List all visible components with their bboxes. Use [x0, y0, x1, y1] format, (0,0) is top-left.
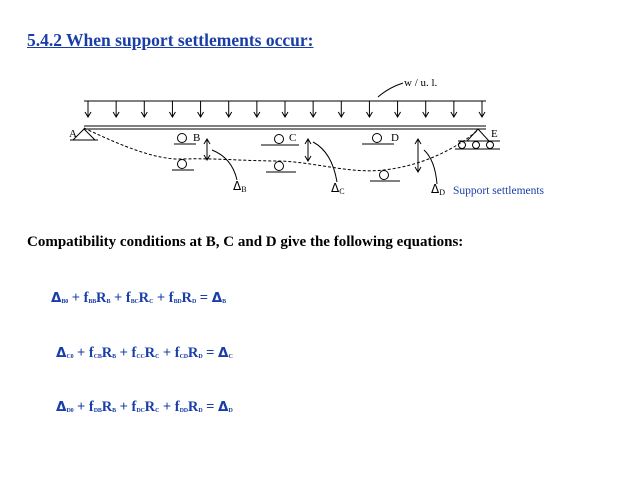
load-label: w / u. l.: [404, 77, 438, 89]
section-heading: 5.4.2 When support settlements occur:: [27, 30, 314, 50]
load-arrow-head: [168, 111, 176, 118]
support-e-label: E: [491, 128, 498, 140]
load-arrow-head: [394, 111, 402, 118]
support-a-pin: [70, 128, 98, 141]
load-arrow-head: [140, 111, 148, 118]
support-e-roller: [455, 128, 500, 150]
support-a-label: A: [69, 128, 77, 140]
beam-diagram: w / u. l. A B C D E: [69, 77, 545, 197]
load-arrow-head: [337, 111, 345, 118]
load-arrow-head: [309, 111, 317, 118]
load-arrow-head: [84, 111, 92, 118]
load-arrow-head: [450, 111, 458, 118]
settlement-markers: [203, 138, 438, 185]
load-arrow-head: [281, 111, 289, 118]
load-arrow-head: [422, 111, 430, 118]
equation-c: ΔC0 + fCBRB + fCCRC + fCDRD = ΔC: [56, 345, 233, 361]
equation-b: ΔB0 + fBBRB + fBCRC + fBDRD = ΔB: [51, 290, 226, 306]
settlement-b-label: ΔB: [233, 179, 247, 194]
beam: [84, 125, 486, 130]
load-arrow-head: [225, 111, 233, 118]
support-d-label: D: [391, 132, 399, 144]
intermediate-supports: [172, 133, 400, 182]
load-leader-line: [377, 82, 404, 98]
settlement-d-label: ΔD: [431, 182, 445, 197]
settlement-c-label: ΔC: [331, 181, 345, 196]
load-arrow-head: [253, 111, 261, 118]
load-arrow-head: [112, 111, 120, 118]
support-c-label: C: [289, 132, 296, 144]
compatibility-statement: Compatibility conditions at B, C and D g…: [27, 234, 464, 250]
load-arrow-head: [365, 111, 373, 118]
distributed-load: [84, 100, 486, 118]
equation-d: ΔD0 + fDBRB + fDCRC + fDDRD = ΔD: [56, 399, 233, 415]
load-arrow-head: [197, 111, 205, 118]
support-settlements-caption: Support settlements: [453, 185, 545, 197]
support-b-label: B: [193, 132, 200, 144]
load-arrow-head: [478, 111, 486, 118]
